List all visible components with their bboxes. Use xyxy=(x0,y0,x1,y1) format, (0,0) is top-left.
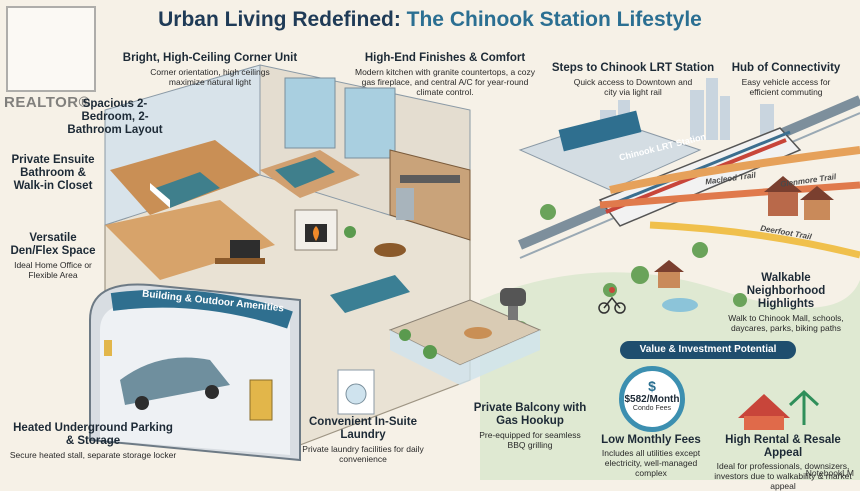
car xyxy=(120,357,230,405)
connectivity-desc: Easy vehicle access for efficient commut… xyxy=(741,77,831,97)
station-canopy xyxy=(558,110,642,152)
cyclist xyxy=(598,287,626,314)
finishes-desc: Modern kitchen with granite countertops,… xyxy=(355,67,536,97)
amenities-banner-ribbon xyxy=(110,289,293,329)
title-accent: The Chinook Station Lifestyle xyxy=(406,8,702,31)
den-desc: Ideal Home Office or Flexible Area xyxy=(14,260,92,280)
bedroom-layout-heading: Spacious 2-Bedroom, 2-Bathroom Layout xyxy=(67,98,163,136)
parking-desc: Secure heated stall, separate storage lo… xyxy=(9,450,177,460)
label-balcony: Private Balcony with Gas Hookup Pre-equi… xyxy=(470,402,590,450)
realtor-watermark: REALTOR® xyxy=(0,0,100,120)
label-walkable: Walkable Neighborhood Highlights Walk to… xyxy=(722,272,850,333)
rental-heading: High Rental & Resale Appeal xyxy=(725,434,841,459)
label-bedroom-layout: Spacious 2-Bedroom, 2-Bathroom Layout xyxy=(60,98,170,137)
label-fees: Low Monthly Fees Includes all utilities … xyxy=(596,434,706,478)
realtor-logo-icon xyxy=(6,6,96,92)
houses xyxy=(654,176,834,288)
label-den: Versatile Den/Flex Space Ideal Home Offi… xyxy=(8,232,98,280)
lrt-desc: Quick access to Downtown and city via li… xyxy=(573,77,693,97)
label-laundry: Convenient In-Suite Laundry Private laun… xyxy=(302,416,424,464)
connectivity-heading: Hub of Connectivity xyxy=(731,62,841,74)
condo-fee-amount: $582/Month xyxy=(624,394,680,405)
balcony-desc: Pre-equipped for seamless BBQ grilling xyxy=(479,430,581,450)
pond xyxy=(662,298,698,312)
realtor-wordmark: REALTOR® xyxy=(4,94,91,111)
laundry-desc: Private laundry facilities for daily con… xyxy=(302,444,424,464)
parking-garage xyxy=(89,283,301,462)
dollar-icon: $ xyxy=(648,378,656,394)
label-rental: High Rental & Resale Appeal Ideal for pr… xyxy=(710,434,856,491)
corner-unit-heading: Bright, High-Ceiling Corner Unit xyxy=(122,52,298,64)
value-investment-banner: Value & Investment Potential xyxy=(620,341,796,359)
lrt-heading: Steps to Chinook LRT Station xyxy=(551,62,715,74)
label-lrt: Steps to Chinook LRT Station Quick acces… xyxy=(548,62,718,97)
finishes-heading: High-End Finishes & Comfort xyxy=(364,52,526,64)
parking-heading: Heated Underground Parking & Storage xyxy=(13,422,173,447)
credit-watermark: NotebookLM xyxy=(805,468,854,478)
fees-desc: Includes all utilities except electricit… xyxy=(601,448,701,478)
condo-fee-caption: Condo Fees xyxy=(632,405,672,412)
den-heading: Versatile Den/Flex Space xyxy=(10,232,96,257)
rental-house-icon xyxy=(738,389,820,430)
label-ensuite: Private Ensuite Bathroom & Walk-in Close… xyxy=(8,154,98,193)
label-corner-unit: Bright, High-Ceiling Corner Unit Corner … xyxy=(110,52,310,87)
laundry-heading: Convenient In-Suite Laundry xyxy=(309,416,417,441)
condo-fee-badge: $ $582/Month Condo Fees xyxy=(619,366,685,432)
roads xyxy=(599,146,860,259)
fees-heading: Low Monthly Fees xyxy=(601,434,701,446)
title-main: Urban Living Redefined: xyxy=(158,8,407,31)
corner-unit-desc: Corner orientation, high ceilings maximi… xyxy=(150,67,270,87)
walkable-heading: Walkable Neighborhood Highlights xyxy=(746,272,826,310)
ensuite-heading: Private Ensuite Bathroom & Walk-in Close… xyxy=(11,154,95,192)
label-finishes: High-End Finishes & Comfort Modern kitch… xyxy=(355,52,535,97)
illustration xyxy=(89,64,860,480)
balcony-heading: Private Balcony with Gas Hookup xyxy=(473,402,587,427)
label-parking: Heated Underground Parking & Storage Sec… xyxy=(8,422,178,460)
walkable-desc: Walk to Chinook Mall, schools, daycares,… xyxy=(728,313,844,333)
page-title: Urban Living Redefined: The Chinook Stat… xyxy=(0,8,860,32)
label-connectivity: Hub of Connectivity Easy vehicle access … xyxy=(726,62,846,97)
